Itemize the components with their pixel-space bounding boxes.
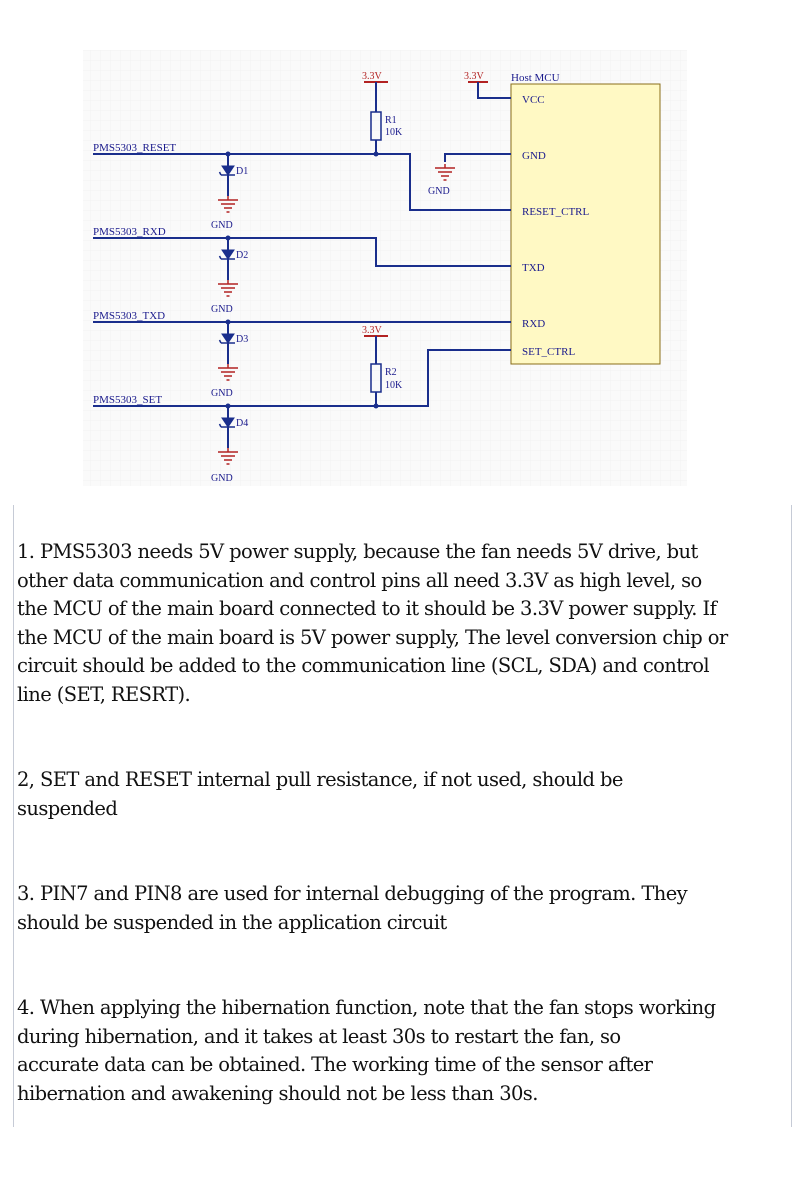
mcu-pin-gnd: GND: [522, 150, 546, 162]
note-2: 2, SET and RESET internal pull resistanc…: [17, 768, 623, 820]
mcu-vcc-power-label: 3.3V: [464, 71, 485, 82]
mcu-gnd-wire: [444, 153, 511, 162]
host-mcu-block: [510, 83, 661, 365]
note-4: 4. When applying the hibernation functio…: [17, 996, 716, 1105]
d2-ref: D2: [236, 250, 248, 261]
r2-value: 10K: [385, 380, 403, 391]
wire-reset: [93, 153, 511, 211]
mcu-gnd-label: GND: [428, 186, 450, 197]
mcu-pin-vcc: VCC: [522, 94, 545, 106]
mcu-pin-reset-ctrl: RESET_CTRL: [522, 206, 590, 218]
d3-gnd-label: GND: [211, 388, 233, 399]
wire-rxd: [93, 237, 511, 267]
note-1: 1. PMS5303 needs 5V power supply, becaus…: [17, 540, 728, 706]
r2-ref: R2: [385, 367, 397, 378]
net-label-rxd: PMS5303_RXD: [93, 226, 166, 238]
notes-panel: 1. PMS5303 needs 5V power supply, becaus…: [13, 505, 792, 1127]
net-label-reset: PMS5303_RESET: [93, 142, 176, 154]
d3-ref: D3: [236, 334, 248, 345]
r1-power-label: 3.3V: [362, 71, 383, 82]
mcu-pin-set-ctrl: SET_CTRL: [522, 346, 575, 358]
d1-ref: D1: [236, 166, 248, 177]
mcu-vcc-wire: [477, 82, 511, 99]
d1-gnd-label: GND: [211, 220, 233, 231]
wire-set: [93, 349, 511, 407]
note-3: 3. PIN7 and PIN8 are used for internal d…: [17, 882, 688, 934]
mcu-pin-rxd: RXD: [522, 318, 545, 330]
r2-power-label: 3.3V: [362, 325, 383, 336]
r1-value: 10K: [385, 127, 403, 138]
net-label-txd: PMS5303_TXD: [93, 310, 165, 322]
schematic-diagram: Host MCU VCC GND RESET_CTRL TXD RXD SET_…: [83, 50, 687, 486]
d4-gnd-label: GND: [211, 473, 233, 484]
mcu-pin-txd: TXD: [522, 262, 545, 274]
net-label-set: PMS5303_SET: [93, 394, 162, 406]
d4-ref: D4: [236, 418, 248, 429]
r1-ref: R1: [385, 115, 397, 126]
d2-gnd-label: GND: [211, 304, 233, 315]
host-mcu-title: Host MCU: [511, 72, 560, 84]
